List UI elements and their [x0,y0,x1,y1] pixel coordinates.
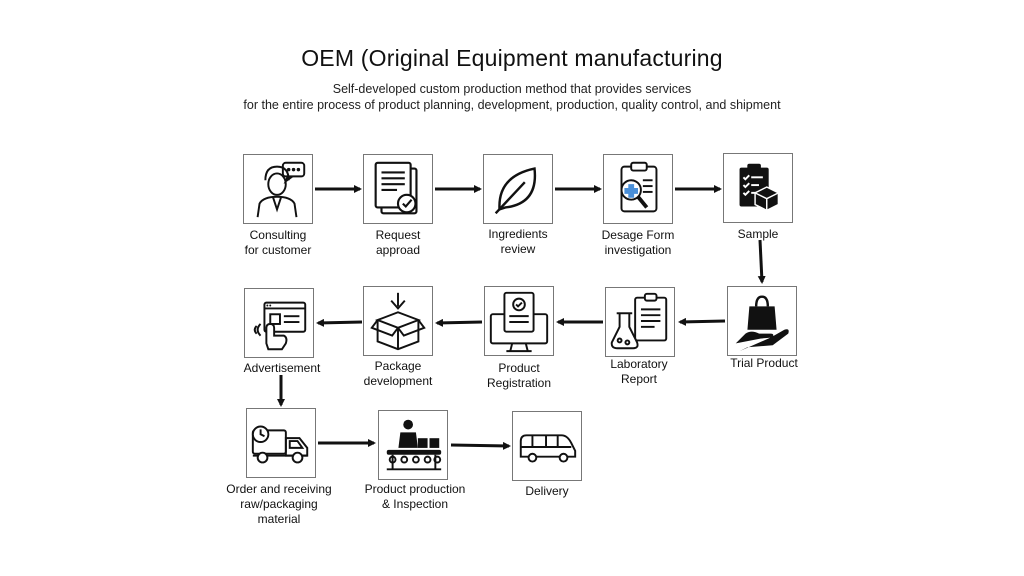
conveyor-worker-icon [386,419,442,471]
monitor-certificate-icon [489,291,549,353]
hand-holding-bag-icon [735,295,789,352]
step-trial-label: Trial Product [730,356,798,370]
arrow-6-7 [678,317,726,326]
arrow-9-10 [316,318,363,327]
van-icon [519,434,577,463]
diagram-title: OEM (Original Equipment manufacturing [301,45,723,71]
consultant-icon [256,161,306,218]
package-box-icon [370,292,426,351]
step-advertisement-box [244,288,314,358]
step-consulting-box [243,154,313,224]
step-registration-box [484,286,554,356]
step-sample-label: Sample [737,227,779,241]
step-request-box [363,154,433,224]
arrow-5-6 [757,239,766,284]
step-package-box [363,286,433,356]
diagram-subtitle-line1: Self-developed custom production method … [332,82,692,96]
step-laboratory-box [605,287,675,357]
sample-clipboard-icon [739,163,780,212]
delivery-truck-icon [251,425,309,464]
leaf-icon [494,167,537,215]
lab-report-icon [610,292,668,350]
step-delivery-label: Delivery [525,484,569,498]
step-production-label: Product production& Inspection [364,482,466,511]
step-sample-box [723,153,793,223]
step-dosage-box [603,154,673,224]
arrow-12-13 [450,441,511,450]
document-approved-icon [374,161,418,215]
step-delivery-box [512,411,582,481]
clipboard-search-icon [620,161,658,213]
step-order-box [246,408,316,478]
arrow-8-9 [435,318,483,327]
step-ingredients-box [483,154,553,224]
step-advertisement-label: Advertisement [243,361,321,375]
diagram-subtitle-line2: for the entire process of product planni… [243,98,781,112]
step-production-box [378,410,448,480]
advertisement-icon [253,301,307,351]
step-trial-box [727,286,797,356]
